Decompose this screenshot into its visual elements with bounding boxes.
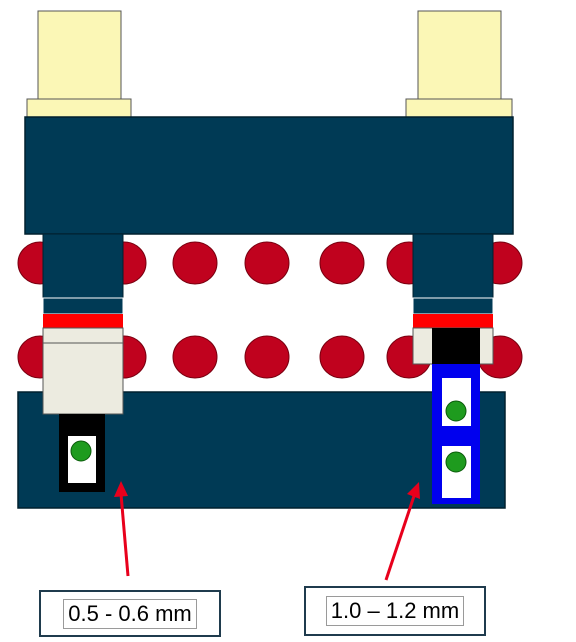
red-ball (244, 241, 290, 285)
right-arrow (384, 482, 420, 581)
top-carriage-block (24, 116, 514, 235)
green-dot (445, 400, 467, 422)
left-gap-label: 0.5 - 0.6 mm (39, 590, 221, 637)
left-pin (26, 10, 132, 119)
red-ball (172, 335, 218, 379)
green-dot (70, 440, 92, 462)
right-gap-label: 1.0 – 1.2 mm (304, 586, 486, 636)
left-slider (59, 414, 105, 492)
right-gap-text: 1.0 – 1.2 mm (325, 596, 465, 626)
red-ball (319, 241, 365, 285)
red-ball (172, 241, 218, 285)
red-ball (319, 335, 365, 379)
right-pin (405, 10, 513, 119)
left-arrow (114, 481, 130, 577)
red-ball (244, 335, 290, 379)
right-slider (432, 328, 480, 504)
left-gap-text: 0.5 - 0.6 mm (63, 598, 197, 629)
green-dot (445, 451, 467, 473)
left-red-stripe (43, 314, 123, 328)
right-red-stripe (413, 314, 493, 328)
